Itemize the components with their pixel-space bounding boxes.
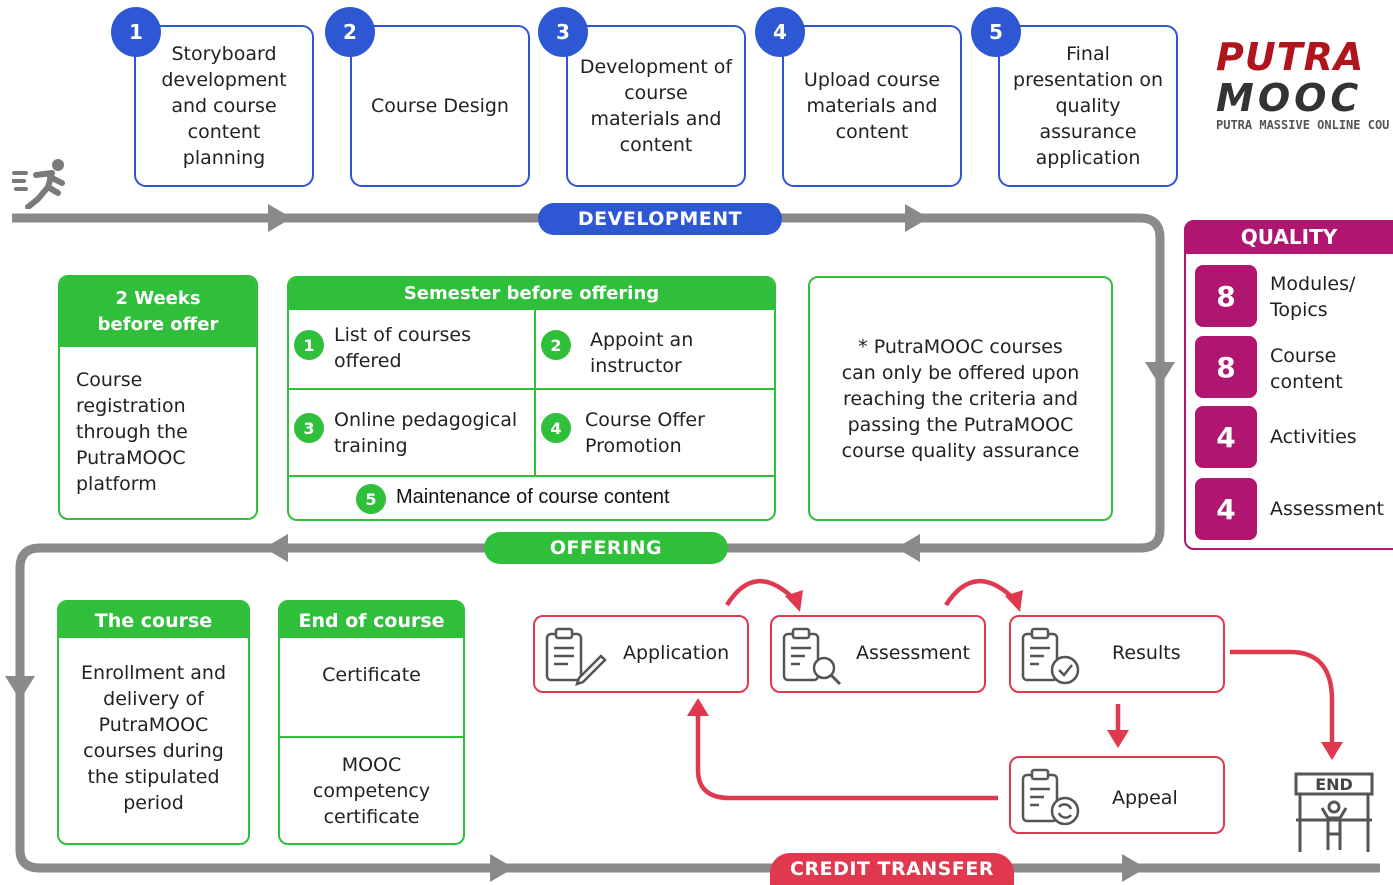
credit-transfer-phase-label: CREDIT TRANSFER — [770, 853, 1014, 885]
grid-divider — [534, 310, 536, 476]
dev-step-5: Final presentation on quality assurance … — [998, 25, 1178, 187]
track-arrow-icon — [268, 204, 292, 232]
dev-step-number: 4 — [755, 7, 805, 57]
flow-arrow-icon — [1321, 742, 1343, 760]
results-label: Results — [1112, 642, 1181, 664]
application-label: Application — [623, 642, 730, 664]
dev-step-label: Final presentation on quality assurance … — [1013, 43, 1163, 169]
logo-line1: PUTRA — [1216, 36, 1365, 79]
dev-step-label: Development of course materials and cont… — [579, 56, 733, 156]
dev-step-number: 1 — [111, 7, 161, 57]
grid-divider — [280, 736, 463, 738]
quality-item-label: Course content — [1270, 345, 1343, 393]
dev-step-1: Storyboard development and course conten… — [134, 25, 314, 187]
flow-arrow-icon — [687, 698, 709, 716]
flow-arrow-icon — [1107, 730, 1129, 748]
track-arrow-icon — [896, 534, 920, 562]
semester-item-label: Appoint an instructor — [590, 329, 694, 377]
flow-arrow-icon — [785, 590, 803, 612]
semester-item-label: List of courses offered — [334, 324, 472, 372]
clipboard-search-icon — [782, 627, 842, 686]
two-weeks-box: 2 Weeks before offer Course registration… — [58, 275, 258, 520]
development-phase-label: DEVELOPMENT — [538, 203, 782, 235]
dev-step-3: Development of course materials and cont… — [566, 25, 746, 187]
semester-box: Semester before offering — [287, 276, 776, 521]
putramooc-logo: PUTRA MOOC PUTRA MASSIVE ONLINE COU — [1216, 36, 1393, 148]
logo-tagline: PUTRA MASSIVE ONLINE COU — [1216, 118, 1390, 132]
track-arrow-icon — [264, 534, 288, 562]
semester-item-number: 2 — [541, 330, 571, 360]
grid-divider — [289, 475, 774, 477]
dev-step-2: Course Design — [350, 25, 530, 187]
end-of-course-title: End of course — [280, 602, 463, 638]
offering-note-box: * PutraMOOC courses can only be offered … — [808, 276, 1113, 521]
quality-count-badge: 4 — [1195, 406, 1257, 468]
semester-item-number: 3 — [294, 413, 324, 443]
semester-item-label: Course Offer Promotion — [585, 409, 705, 457]
end-icon: END — [1294, 772, 1374, 854]
track-arrow-icon — [1122, 854, 1146, 882]
appeal-label: Appeal — [1112, 787, 1178, 809]
clipboard-check-icon — [1021, 627, 1080, 685]
two-weeks-title: 2 Weeks before offer — [60, 277, 256, 347]
assessment-label: Assessment — [856, 642, 970, 664]
course-begins-title: The course begins — [59, 602, 248, 670]
quality-item-label: Activities — [1270, 426, 1357, 448]
quality-item-label: Assessment — [1270, 498, 1384, 520]
runner-icon — [12, 159, 65, 209]
end-label: END — [1315, 775, 1353, 794]
clipboard-refresh-icon — [1021, 768, 1080, 826]
offering-note: * PutraMOOC courses can only be offered … — [841, 335, 1080, 462]
dev-step-4: Upload course materials and content — [782, 25, 962, 187]
track-arrow-icon — [1145, 362, 1175, 386]
quality-title: QUALITY — [1184, 220, 1393, 254]
quality-count-badge: 4 — [1195, 478, 1257, 540]
dev-step-label: Upload course materials and content — [803, 69, 941, 143]
dev-step-number: 3 — [538, 7, 588, 57]
dev-step-label: Storyboard development and course conten… — [161, 43, 287, 169]
clipboard-pen-icon — [545, 627, 607, 686]
semester-item-number: 4 — [541, 413, 571, 443]
track-arrow-icon — [490, 854, 514, 882]
quality-item-label: Modules/ Topics — [1270, 273, 1356, 321]
certificate-label: Certificate — [322, 664, 421, 686]
course-begins-box: The course begins Enrollment and deliver… — [57, 600, 250, 845]
grid-divider — [289, 388, 774, 390]
quality-count-badge: 8 — [1195, 265, 1257, 327]
flow-arrow-icon — [1005, 590, 1023, 612]
course-begins-body: Enrollment and delivery of PutraMOOC cou… — [80, 662, 227, 814]
dev-step-label: Course Design — [371, 95, 509, 117]
semester-title: Semester before offering — [289, 278, 774, 310]
semester-item-label: Online pedagogical training — [334, 409, 518, 457]
semester-item-number: 1 — [294, 330, 324, 360]
dev-step-number: 5 — [971, 7, 1021, 57]
dev-step-number: 2 — [325, 7, 375, 57]
two-weeks-body: Course registration through the PutraMOO… — [76, 369, 188, 495]
semester-item-label: Maintenance of course content — [396, 486, 670, 508]
semester-item-number: 5 — [356, 484, 386, 514]
track-arrow-icon — [5, 676, 35, 700]
logo-line2: MOOC — [1216, 76, 1363, 120]
track-arrow-icon — [905, 204, 929, 232]
quality-count-badge: 8 — [1195, 336, 1257, 398]
competency-certificate-label: MOOC competency certificate — [312, 754, 431, 828]
finish-podium-icon — [1294, 772, 1374, 852]
offering-phase-label: OFFERING — [484, 532, 728, 564]
end-of-course-box: End of course Certificate MOOC competenc… — [278, 600, 465, 845]
